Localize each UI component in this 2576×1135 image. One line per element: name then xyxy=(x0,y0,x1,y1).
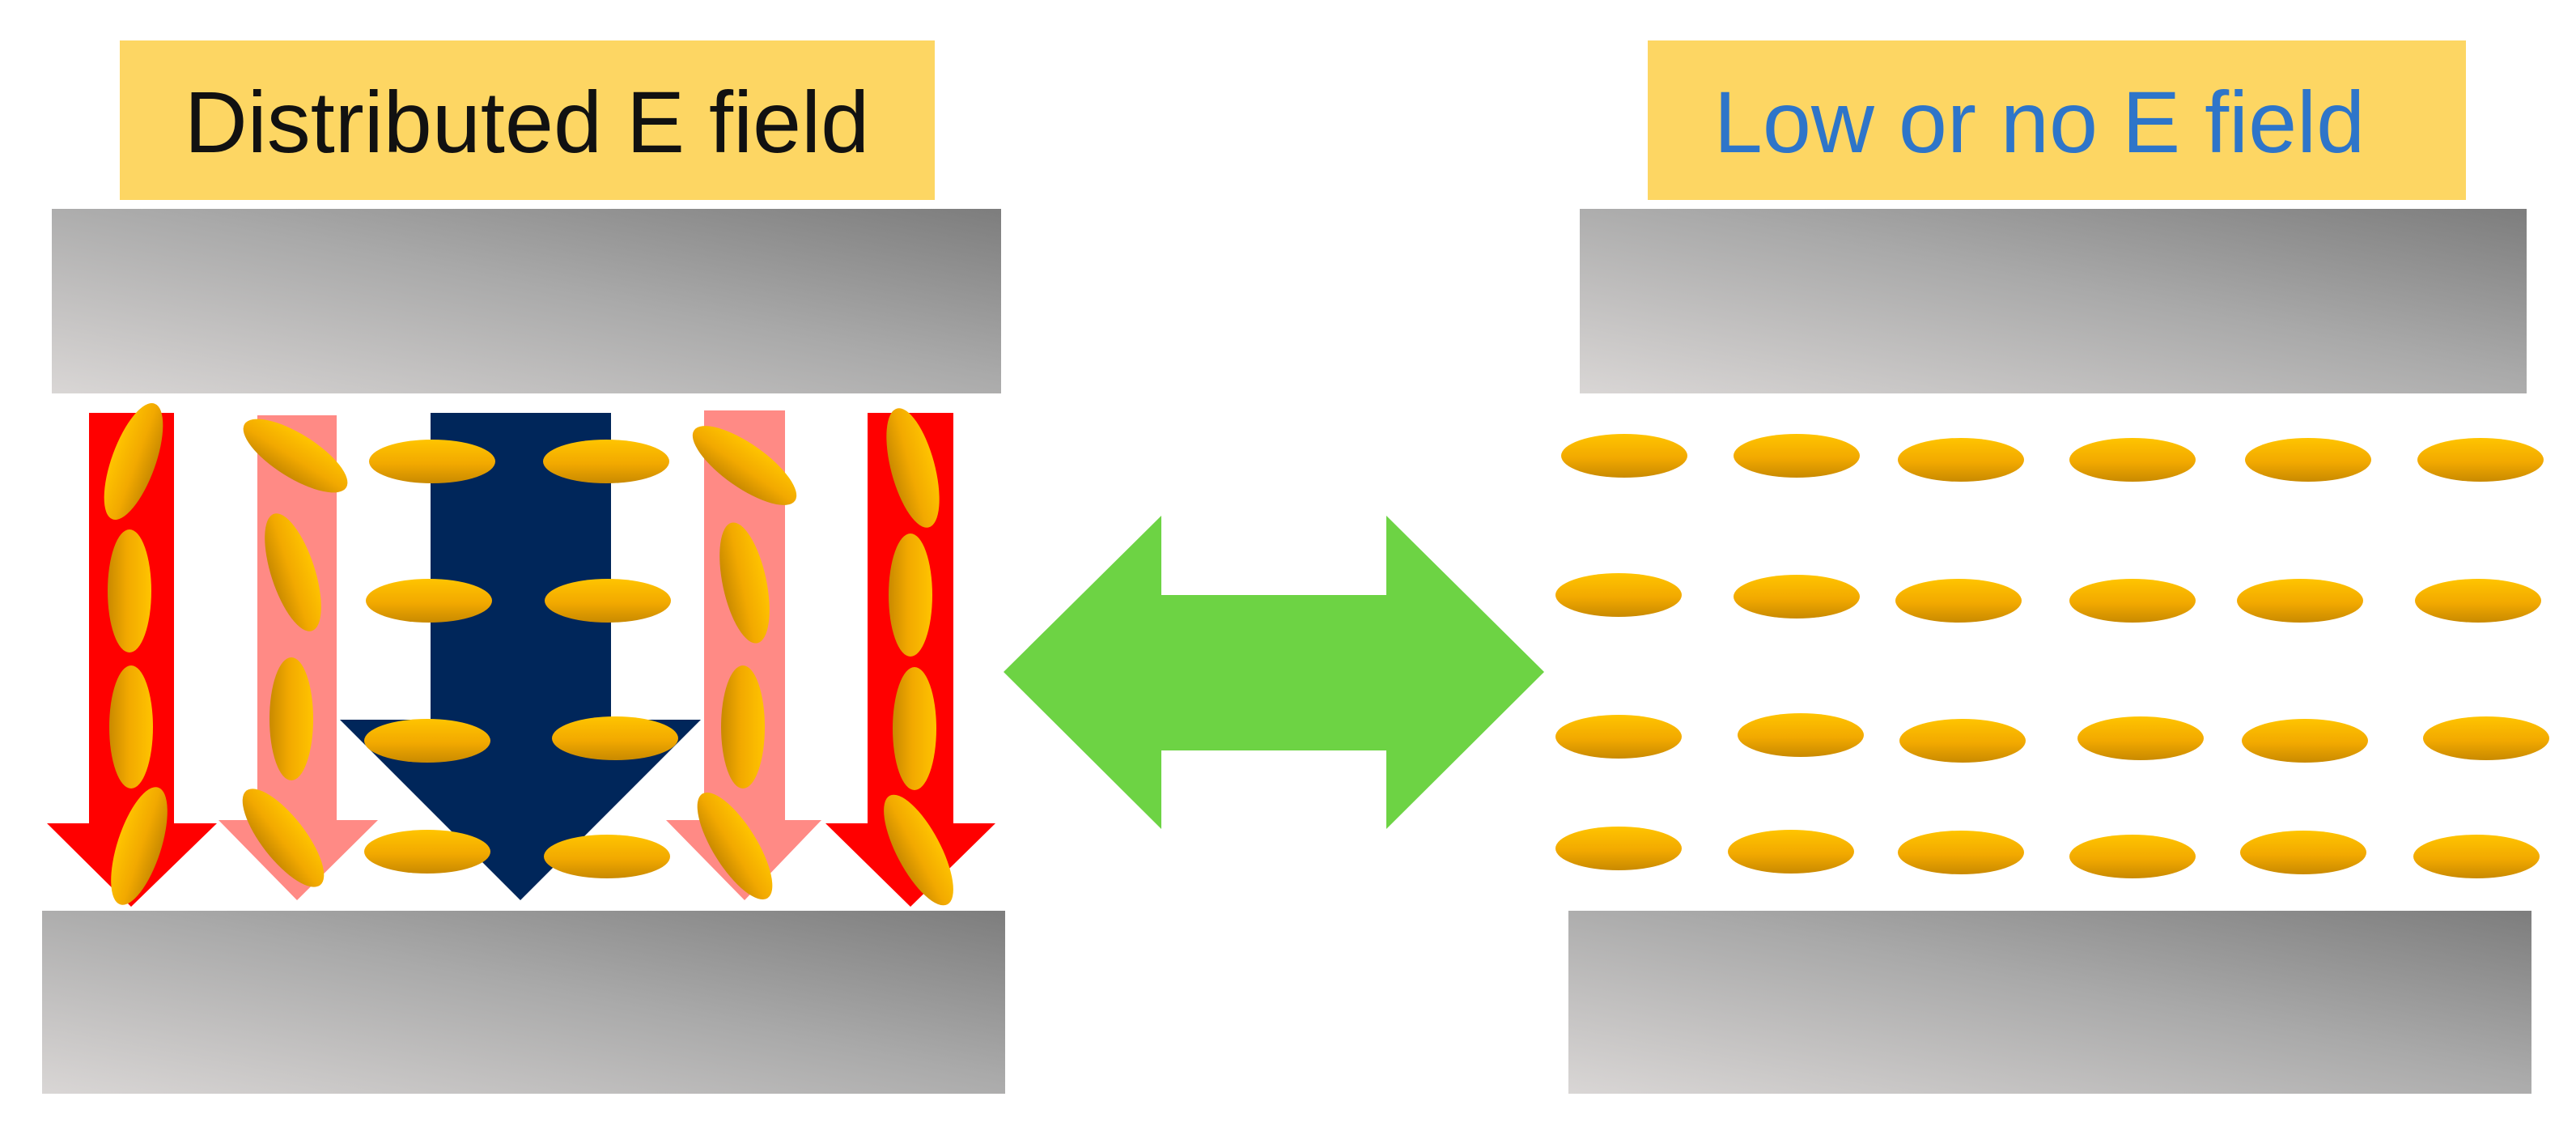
molecule xyxy=(544,835,670,878)
molecule xyxy=(886,408,940,528)
molecule xyxy=(265,513,321,631)
molecule xyxy=(719,522,770,644)
molecule xyxy=(2415,579,2541,623)
molecule xyxy=(545,579,671,623)
molecule xyxy=(2237,579,2363,623)
left-label-background xyxy=(120,40,935,200)
molecule xyxy=(366,579,492,623)
molecule xyxy=(2242,719,2368,763)
molecule xyxy=(884,794,953,906)
molecule xyxy=(1899,719,2026,763)
molecule xyxy=(1728,830,1854,874)
molecule xyxy=(1555,715,1682,759)
left-label: Distributed E field xyxy=(120,40,935,200)
molecule xyxy=(104,402,163,521)
double-arrow-icon xyxy=(1004,516,1544,829)
molecule xyxy=(111,787,168,905)
molecule xyxy=(2077,716,2204,760)
molecule xyxy=(692,426,797,505)
molecule xyxy=(109,665,153,789)
molecule xyxy=(242,789,325,887)
molecule xyxy=(2240,831,2366,874)
strong-field-arrow-right xyxy=(825,413,995,907)
left-molecules xyxy=(104,402,953,906)
molecule xyxy=(2423,716,2549,760)
molecule xyxy=(369,440,495,483)
right-label: Low or no E field xyxy=(1648,40,2466,200)
strong-field-arrow-left xyxy=(47,413,217,907)
molecule xyxy=(721,665,765,789)
molecule xyxy=(1898,438,2024,482)
molecule xyxy=(1895,579,2022,623)
molecule xyxy=(269,657,313,780)
molecule xyxy=(1734,434,1860,478)
molecule xyxy=(1738,713,1864,757)
molecule xyxy=(364,719,490,763)
right-bottom-plate xyxy=(1568,911,2531,1094)
field-arrows xyxy=(47,410,995,907)
molecule xyxy=(1555,573,1682,617)
molecule xyxy=(2069,579,2196,623)
molecule xyxy=(2413,835,2540,878)
molecule xyxy=(1555,827,1682,870)
medium-field-arrow-right xyxy=(666,410,821,900)
central-field-arrow xyxy=(340,413,701,900)
molecule xyxy=(2069,835,2196,878)
molecule xyxy=(108,529,151,653)
left-top-plate xyxy=(52,209,1001,393)
right-label-text: Low or no E field xyxy=(1714,73,2365,171)
molecule xyxy=(243,419,348,493)
molecule xyxy=(2245,438,2371,482)
molecule xyxy=(893,667,936,790)
right-molecules xyxy=(1555,434,2549,878)
molecule xyxy=(1734,575,1860,619)
molecule xyxy=(2417,438,2544,482)
medium-field-arrow-left xyxy=(219,415,378,900)
left-bottom-plate xyxy=(42,911,1005,1094)
molecule xyxy=(1561,434,1687,478)
molecule xyxy=(697,792,773,900)
right-top-plate xyxy=(1580,209,2527,393)
molecule xyxy=(1898,831,2024,874)
molecule xyxy=(543,440,669,483)
molecule xyxy=(889,533,932,657)
molecule xyxy=(552,716,678,760)
molecule xyxy=(364,830,490,874)
left-label-text: Distributed E field xyxy=(185,73,869,171)
right-label-background xyxy=(1648,40,2466,200)
molecule xyxy=(2069,438,2196,482)
